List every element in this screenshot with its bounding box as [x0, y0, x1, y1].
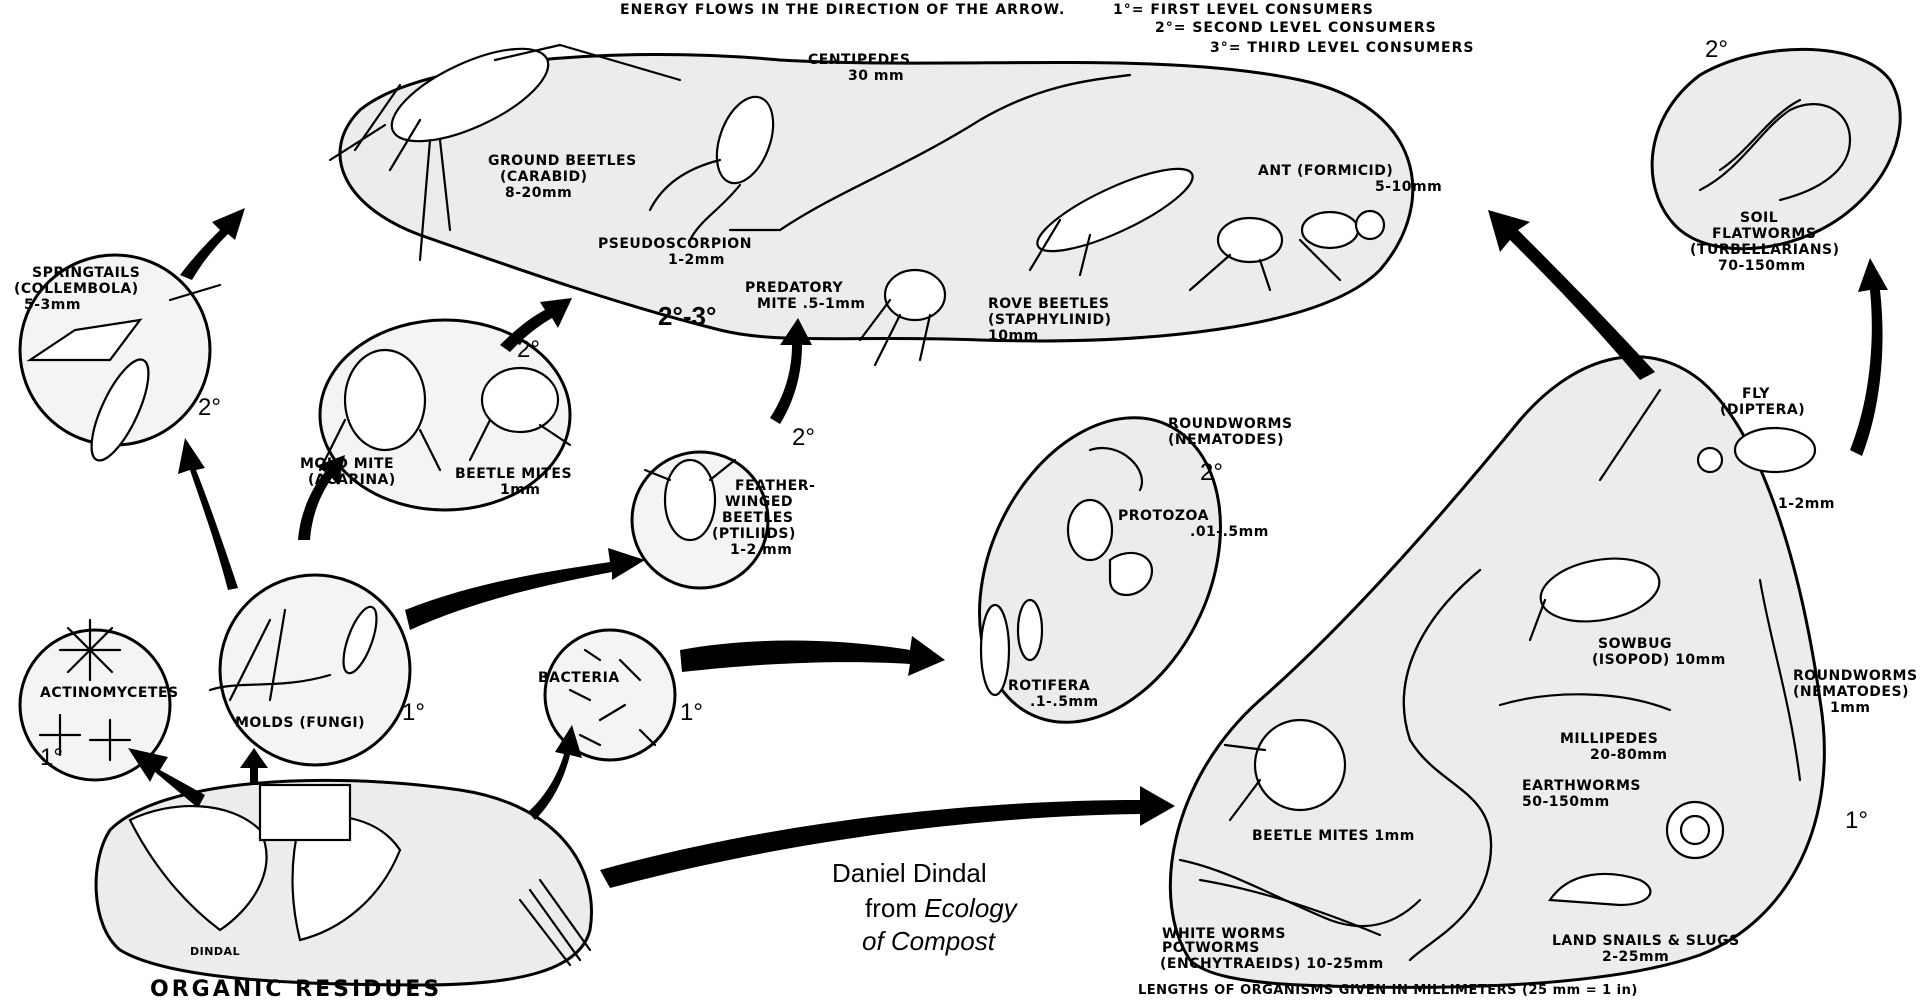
arrow-decomposers-to-top — [1488, 210, 1655, 380]
arrow-decomposers-to-flatworms — [1850, 258, 1888, 456]
level-2-springtails: 2° — [198, 394, 221, 421]
label-bacteria: BACTERIA — [538, 670, 620, 686]
credit-line-2: from Ecology — [865, 893, 1019, 923]
credit-line-1: Daniel Dindal — [832, 858, 987, 888]
level-2-flatworms: 2° — [1705, 36, 1728, 63]
arrow-molds-to-feather — [405, 548, 645, 630]
label-mold-mite: MOLD MITE (ACARINA) — [300, 456, 399, 488]
level-1-molds: 1° — [402, 699, 425, 726]
header-level-2: 2°= SECOND LEVEL CONSUMERS — [1155, 20, 1437, 36]
molds-circle — [220, 575, 410, 765]
footer-lengths-note: LENGTHS OF ORGANISMS GIVEN IN MILLIMETER… — [1138, 983, 1638, 998]
arrow-molds-to-springtails — [178, 438, 238, 590]
arrow-springtails-to-top — [180, 208, 245, 280]
arrow-bacteria-to-microfauna — [680, 636, 945, 676]
arrow-residues-to-bacteria — [528, 725, 582, 820]
credit-line-3: of Compost — [862, 926, 997, 956]
label-actinomycetes: ACTINOMYCETES — [40, 685, 179, 701]
header-level-1: 1°= FIRST LEVEL CONSUMERS — [1113, 2, 1374, 18]
artist-signature: DINDAL — [190, 945, 240, 958]
header-level-3: 3°= THIRD LEVEL CONSUMERS — [1210, 40, 1474, 56]
level-2-feather: 2° — [792, 424, 815, 451]
level-1-actinomycetes: 1° — [40, 744, 63, 771]
label-organic-residues: ORGANIC RESIDUES — [150, 977, 442, 1000]
level-2-3-marker: 2°-3° — [658, 301, 716, 331]
label-predatory-mite: PREDATORY MITE .5-1mm — [745, 280, 865, 312]
label-roundworms-mid: ROUNDWORMS (NEMATODES) — [1168, 416, 1298, 448]
level-2-mites: 2° — [517, 336, 540, 363]
arrow-residues-to-molds — [240, 748, 268, 785]
level-1-bacteria: 1° — [680, 699, 703, 726]
level-2-microfauna: 2° — [1200, 459, 1223, 486]
level-1-decomposers: 1° — [1845, 807, 1868, 834]
label-molds: MOLDS (FUNGI) — [235, 715, 365, 731]
header-energy-flow: ENERGY FLOWS IN THE DIRECTION OF THE ARR… — [620, 2, 1065, 18]
label-beetle-mites-bottom: BEETLE MITES 1mm — [1252, 828, 1415, 844]
